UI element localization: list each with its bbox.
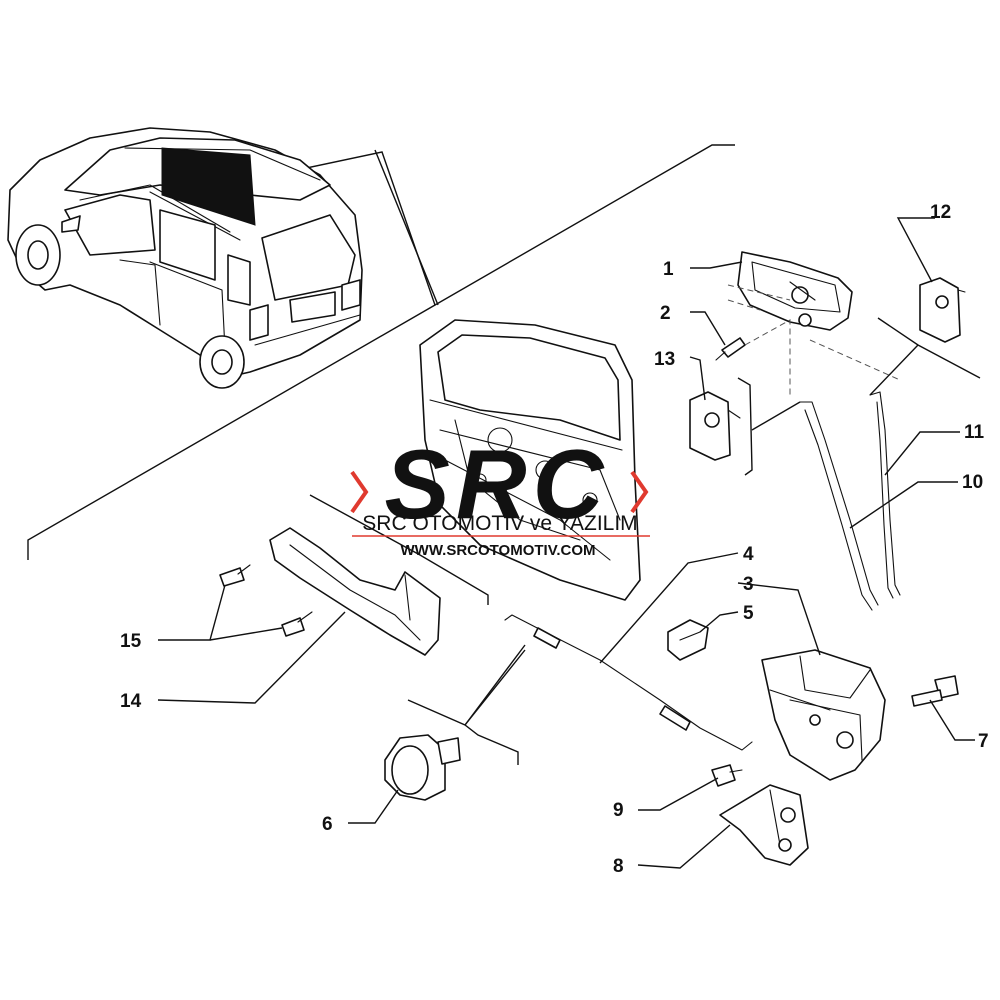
part-14-reinforcement <box>269 527 441 656</box>
leader-lines <box>157 217 975 869</box>
part-6-knob <box>384 734 461 801</box>
part-4-cable <box>504 614 753 751</box>
callout-12: 12 <box>930 202 951 223</box>
callout-10: 10 <box>962 472 983 493</box>
part-9-screw <box>711 764 743 787</box>
left-chevron-mark <box>350 470 369 514</box>
callout-6: 6 <box>322 814 333 835</box>
callout-2: 2 <box>660 303 671 324</box>
callout-15: 15 <box>120 631 142 652</box>
part-13-bracket <box>689 391 741 461</box>
callout-11: 11 <box>964 422 985 443</box>
part-3-door-lock <box>761 649 886 781</box>
part-7-bolt <box>911 675 959 707</box>
part-10-rod <box>799 401 879 611</box>
door-frame-illustration <box>419 319 641 601</box>
part-11-rod <box>869 391 901 599</box>
callout-1: 1 <box>663 259 674 280</box>
callout-14: 14 <box>120 691 142 712</box>
part-8-striker <box>719 784 809 866</box>
callout-13: 13 <box>654 349 675 370</box>
right-chevron-mark <box>630 470 649 514</box>
src-watermark: SRC SRC OTOMOTİV ve YAZILIM WWW.SRCOTOMO… <box>350 429 650 559</box>
part-2-screw <box>715 337 746 361</box>
callout-8: 8 <box>613 856 624 877</box>
part-5-clip <box>667 619 709 661</box>
part-1-outer-handle <box>737 251 853 331</box>
part-15-bolts <box>219 564 313 637</box>
part-12-bracket <box>919 277 966 343</box>
callout-7: 7 <box>978 731 989 752</box>
callout-3: 3 <box>743 574 754 595</box>
src-logo: SRC <box>385 429 610 539</box>
callout-4: 4 <box>743 544 754 565</box>
company-name: SRC OTOMOTİV ve YAZILIM <box>362 512 637 535</box>
website-url: WWW.SRCOTOMOTIV.COM <box>401 542 596 559</box>
car-overview-illustration <box>7 127 735 560</box>
callout-5: 5 <box>743 603 754 624</box>
callout-9: 9 <box>613 800 624 821</box>
